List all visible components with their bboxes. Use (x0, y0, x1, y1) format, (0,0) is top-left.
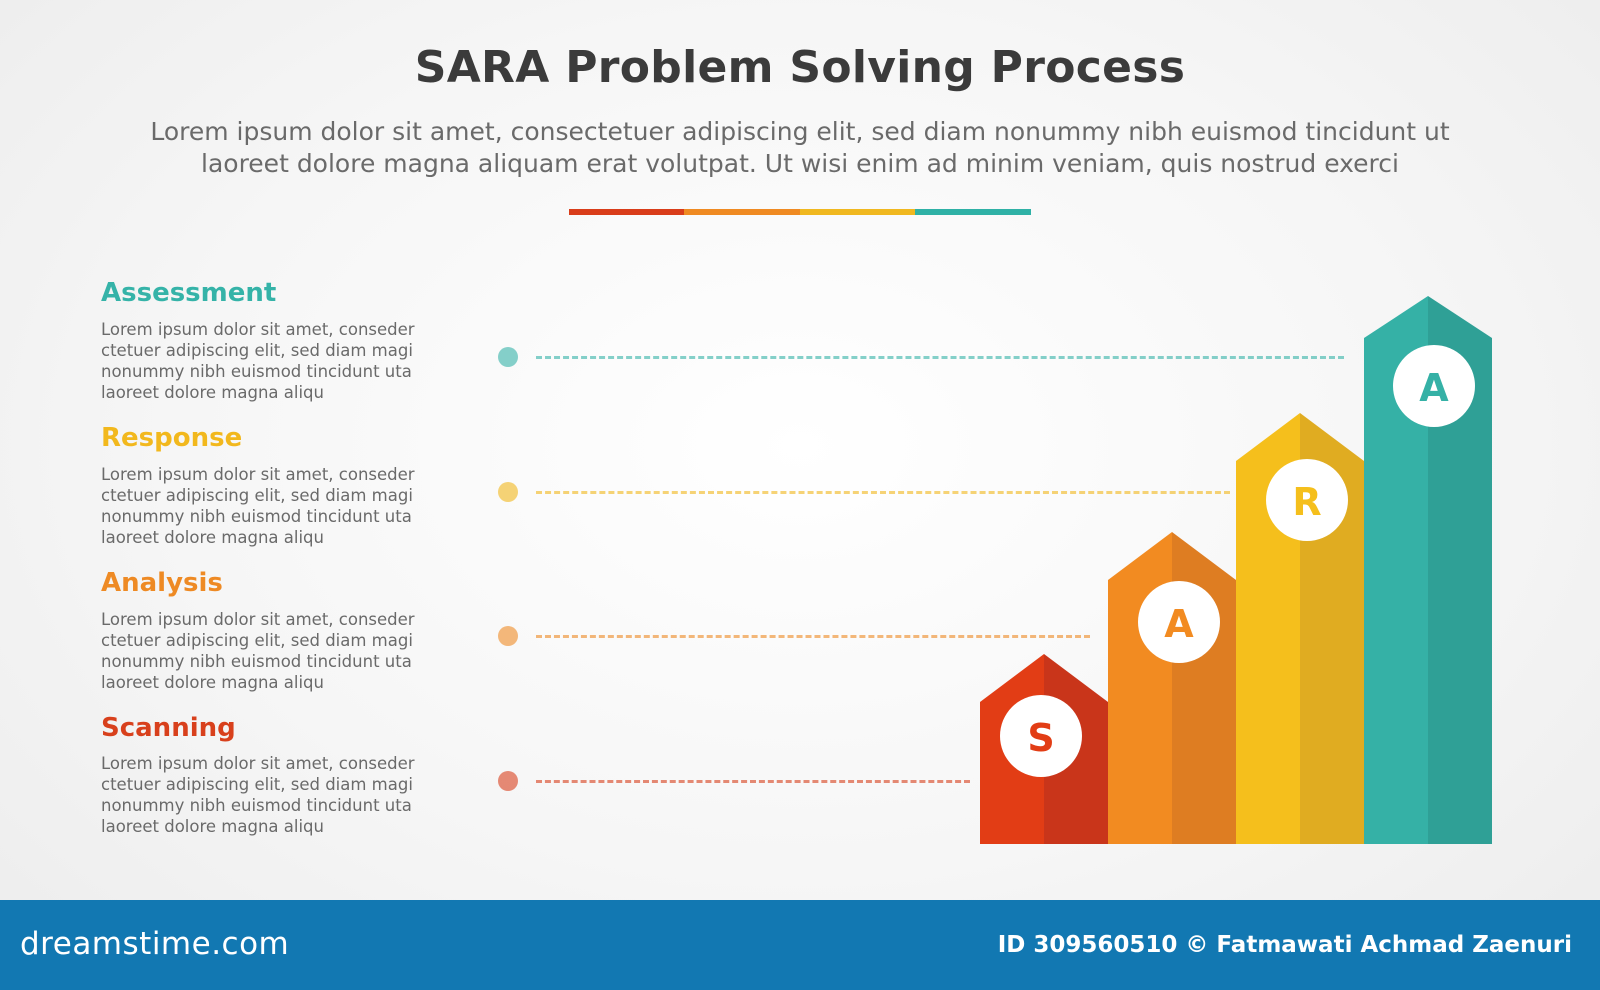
step-desc-line: nonummy nibh euismod tincidunt uta (101, 652, 412, 671)
arrow-a1: A (1108, 532, 1236, 844)
step-desc-line: nonummy nibh euismod tincidunt uta (101, 796, 412, 815)
arrow-a1-light (1108, 532, 1172, 844)
step-desc-response: Lorem ipsum dolor sit amet, conseder cte… (101, 464, 441, 548)
arrow-a2-badge (1393, 345, 1475, 427)
arrow-r-badge (1266, 459, 1348, 541)
arrow-a2-light (1364, 296, 1428, 844)
accent-line-yellow (800, 209, 915, 215)
dashed-connector-analysis (536, 635, 1090, 638)
step-title-analysis: Analysis (101, 568, 223, 598)
step-desc-line: laoreet dolore magna aliqu (101, 817, 324, 836)
step-desc-line: ctetuer adipiscing elit, sed diam magi (101, 631, 413, 650)
step-desc-line: nonummy nibh euismod tincidunt uta (101, 362, 412, 381)
step-desc-scanning: Lorem ipsum dolor sit amet, conseder cte… (101, 753, 441, 837)
dashed-connector-response (536, 491, 1230, 494)
page-title: SARA Problem Solving Process (414, 42, 1186, 93)
arrow-a1-letter: A (1164, 602, 1194, 646)
dashed-connector-scanning (536, 780, 970, 783)
sara-arrow-diagram: S A R A (980, 296, 1492, 844)
page-subtitle: Lorem ipsum dolor sit amet, consectetuer… (110, 116, 1490, 180)
step-desc-line: Lorem ipsum dolor sit amet, conseder (101, 465, 415, 484)
accent-line-orange (684, 209, 800, 215)
bullet-assessment (498, 347, 518, 367)
dashed-connector-assessment (536, 356, 1344, 359)
footer-logo: dreamstime.com (20, 926, 290, 962)
arrow-r: R (1236, 413, 1364, 844)
step-title-response: Response (101, 423, 243, 453)
step-desc-line: nonummy nibh euismod tincidunt uta (101, 507, 412, 526)
arrow-s-badge (1000, 695, 1082, 777)
bullet-response (498, 482, 518, 502)
subtitle-line-2: laoreet dolore magna aliquam erat volutp… (201, 149, 1399, 178)
arrow-a1-badge (1138, 581, 1220, 663)
step-title-assessment: Assessment (101, 278, 277, 308)
accent-line-teal (915, 209, 1031, 215)
bullet-analysis (498, 626, 518, 646)
arrow-s-letter: S (1027, 716, 1054, 760)
step-desc-assessment: Lorem ipsum dolor sit amet, conseder cte… (101, 319, 441, 403)
step-desc-line: laoreet dolore magna aliqu (101, 528, 324, 547)
subtitle-line-1: Lorem ipsum dolor sit amet, consectetuer… (150, 117, 1450, 146)
step-desc-line: laoreet dolore magna aliqu (101, 673, 324, 692)
arrow-a2-dark (1428, 296, 1492, 844)
arrow-s: S (980, 654, 1108, 844)
arrow-a2: A (1364, 296, 1492, 844)
step-desc-analysis: Lorem ipsum dolor sit amet, conseder cte… (101, 609, 441, 693)
arrow-a1-dark (1172, 532, 1236, 844)
step-desc-line: Lorem ipsum dolor sit amet, conseder (101, 610, 415, 629)
step-desc-line: Lorem ipsum dolor sit amet, conseder (101, 754, 415, 773)
accent-line-red (569, 209, 684, 215)
bullet-scanning (498, 771, 518, 791)
footer-bar: dreamstime.com ID 309560510 © Fatmawati … (0, 900, 1600, 990)
arrow-a2-letter: A (1419, 366, 1449, 410)
step-desc-line: Lorem ipsum dolor sit amet, conseder (101, 320, 415, 339)
step-desc-line: laoreet dolore magna aliqu (101, 383, 324, 402)
step-desc-line: ctetuer adipiscing elit, sed diam magi (101, 486, 413, 505)
step-desc-line: ctetuer adipiscing elit, sed diam magi (101, 341, 413, 360)
step-desc-line: ctetuer adipiscing elit, sed diam magi (101, 775, 413, 794)
footer-image-id: ID 309560510 © Fatmawati Achmad Zaenuri (997, 932, 1572, 958)
arrow-r-letter: R (1292, 480, 1321, 524)
step-title-scanning: Scanning (101, 713, 236, 743)
